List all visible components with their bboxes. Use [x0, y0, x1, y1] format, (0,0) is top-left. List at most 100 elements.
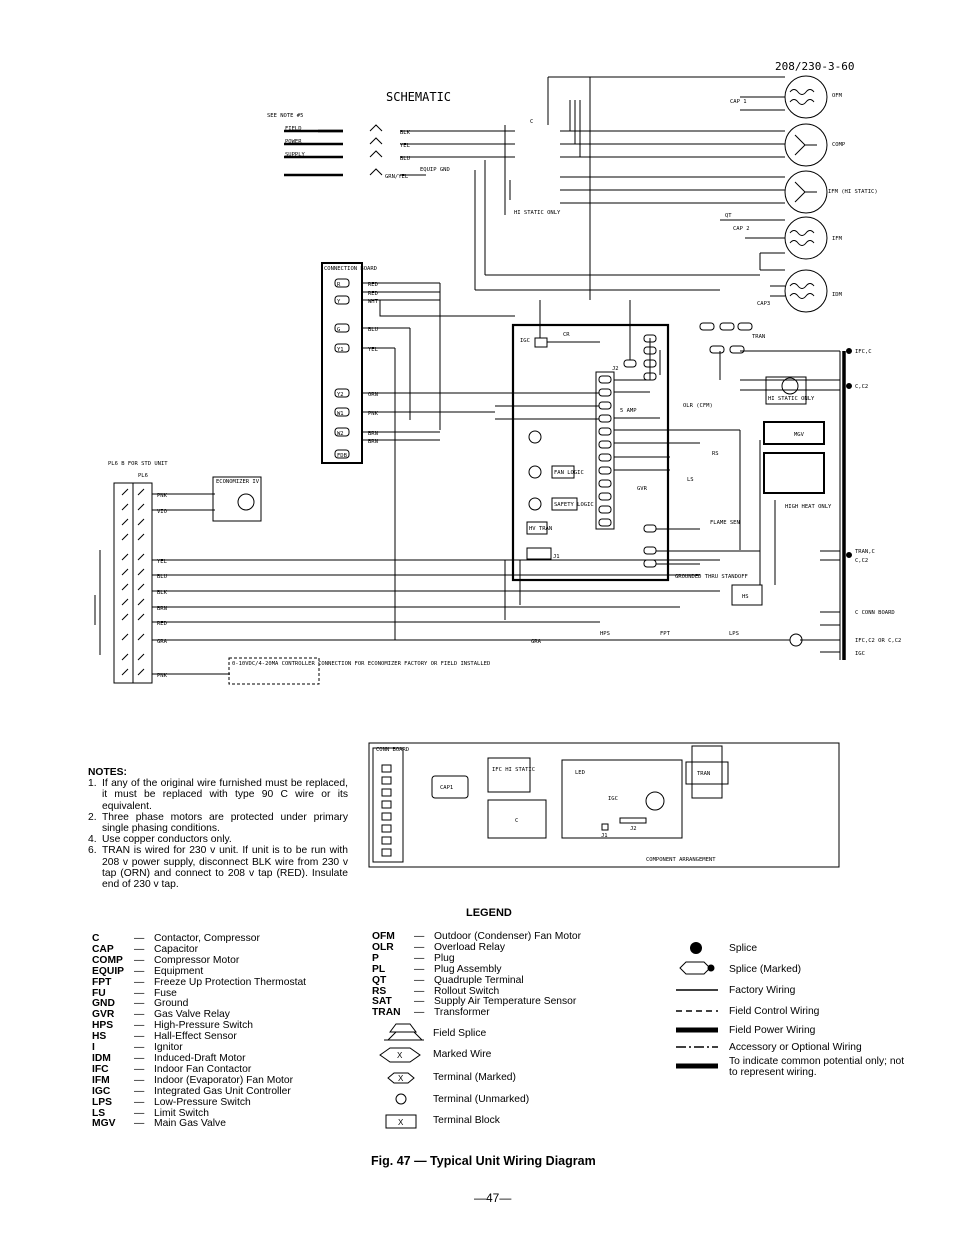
term-r: R — [337, 282, 341, 288]
legend-field-control-wiring: Field Control Wiring — [729, 1006, 820, 1017]
legend-row: C—Contactor, Compressor — [92, 933, 306, 945]
legend-dash: — — [134, 1052, 145, 1064]
legend-desc: Limit Switch — [154, 1107, 209, 1119]
legend-dash: — — [414, 974, 425, 986]
supply-label: SUPPLY — [285, 152, 306, 158]
cr-label: CR — [563, 332, 570, 338]
wire-red-1: RED — [368, 282, 378, 288]
legend-desc: Rollout Switch — [434, 985, 500, 997]
legend-dash: — — [414, 952, 425, 964]
figure-caption: Fig. 47 — Typical Unit Wiring Diagram — [371, 1154, 596, 1168]
legend-row: EQUIP—Equipment — [92, 965, 306, 978]
legend-dash: — — [134, 987, 145, 999]
note-number: 2. — [88, 811, 97, 823]
term-w2: W2 — [337, 431, 344, 437]
legend-desc: Outdoor (Condenser) Fan Motor — [434, 931, 582, 942]
ofm-motor — [784, 75, 828, 119]
note-text: Three phase motors are protected under p… — [102, 811, 348, 835]
legend-desc: High-Pressure Switch — [154, 1020, 253, 1032]
legend-x-2: X — [398, 1074, 404, 1083]
legend-x-1: X — [397, 1051, 403, 1060]
legend-dash: — — [134, 1118, 145, 1130]
rs-label: RS — [712, 451, 719, 457]
controller-note: 0-10VDC/4-20MA CONTROLLER CONNECTION FOR… — [232, 661, 490, 667]
legend-row: GND—Ground — [92, 999, 306, 1010]
legend-dash: — — [134, 1031, 145, 1043]
amp-label: 5 AMP — [620, 408, 637, 414]
legend-abbr: GND — [92, 998, 115, 1010]
diagram-title: SCHEMATIC — [386, 90, 451, 104]
term-y2: Y2 — [337, 392, 344, 398]
pl6-label: PL6 — [138, 473, 148, 479]
legend-row: GVR—Gas Valve Relay — [92, 1009, 306, 1021]
field-label: FIELD — [285, 126, 302, 132]
legend-abbr: IDM — [92, 1052, 111, 1064]
qt-label: QT — [725, 213, 732, 219]
legend-row: LPS—Low-Pressure Switch — [92, 1096, 306, 1109]
wire-blk: BLK — [400, 130, 411, 136]
comp-label: COMP — [832, 142, 846, 148]
wire-red-pl6: RED — [157, 621, 167, 627]
term-g: G — [337, 327, 340, 333]
wire-yel-pl6: YEL — [157, 559, 168, 565]
fan-logic-label: FAN LOGIC — [554, 470, 584, 476]
arr-cap1: CAP1 — [440, 785, 453, 791]
legend-abbr: CAP — [92, 943, 114, 955]
legend-dash: — — [134, 1096, 145, 1108]
legend-desc: Integrated Gas Unit Controller — [154, 1085, 291, 1097]
conn-board-c-label: C CONN BOARD — [855, 610, 895, 616]
ifm-label: IFM — [832, 236, 843, 242]
wire-pnk-pl6: PNK — [157, 673, 168, 679]
pl6-std-label: PL6 B FOR STD UNIT — [108, 461, 168, 467]
page-number: —47— — [474, 1191, 512, 1205]
arr-ifc: IFC HI STATIC — [492, 767, 535, 773]
high-heat-only-label: HIGH HEAT ONLY — [785, 504, 832, 510]
legend-row: I—Ignitor — [92, 1042, 306, 1054]
legend-abbr: IFM — [92, 1074, 110, 1086]
see-note: SEE NOTE #5 — [267, 113, 303, 119]
legend-row: IFM—Indoor (Evaporator) Fan Motor — [92, 1074, 306, 1087]
legend-abbr: MGV — [92, 1118, 116, 1130]
arr-led: LED — [575, 770, 585, 776]
ifm-hi-static-label: IFM (HI STATIC) — [828, 189, 878, 195]
contactor-label: C — [530, 119, 533, 125]
legend-dash: — — [414, 963, 425, 975]
legend-terminal-unmarked: Terminal (Unmarked) — [433, 1094, 530, 1105]
legend-terminal-block: Terminal Block — [433, 1115, 500, 1126]
legend-abbr: LS — [92, 1107, 106, 1119]
term-y1: Y1 — [337, 347, 344, 353]
legend-row: LS—Limit Switch — [92, 1107, 306, 1120]
legend-row: OFM—Outdoor (Condenser) Fan Motor — [372, 931, 582, 943]
connection-board-label: CONNECTION BOARD — [324, 266, 377, 272]
legend-row: CAP—Capacitor — [92, 943, 306, 956]
legend-dash: — — [134, 976, 145, 988]
j2-label: J2 — [612, 366, 619, 372]
idm-motor — [784, 269, 828, 313]
legend-row: IDM—Induced-Draft Motor — [92, 1052, 306, 1065]
legend-abbr: RS — [372, 985, 387, 997]
legend-desc: Ignitor — [154, 1042, 183, 1054]
legend-abbr: HPS — [92, 1020, 114, 1032]
legend-splice: Splice — [729, 943, 758, 954]
legend-row: RS—Rollout Switch — [372, 985, 581, 998]
c-c2-label: C,C2 — [855, 384, 868, 390]
wire-blu: BLU — [400, 156, 410, 162]
wire-wht: WHT — [368, 299, 379, 305]
legend-abbr: FPT — [92, 976, 112, 988]
legend-abbr: IFC — [92, 1063, 109, 1075]
legend-abbr: OFM — [372, 931, 395, 942]
hs-label: HS — [742, 594, 749, 600]
ifc-c2-label: IFC,C2 OR C,C2 — [855, 638, 901, 644]
legend-abbr: EQUIP — [92, 965, 125, 977]
wire-brn-2: BRN — [368, 439, 378, 445]
cap2-label: CAP 2 — [733, 226, 750, 232]
legend-dash: — — [134, 1085, 145, 1097]
note-item: 6.TRAN is wired for 230 v unit. If unit … — [88, 845, 348, 890]
legend-desc: Supply Air Temperature Sensor — [434, 996, 577, 1008]
note-text: Use copper conductors only. — [102, 834, 232, 846]
ifm-motor — [784, 216, 828, 260]
legend-row: PL—Plug Assembly — [372, 963, 581, 976]
